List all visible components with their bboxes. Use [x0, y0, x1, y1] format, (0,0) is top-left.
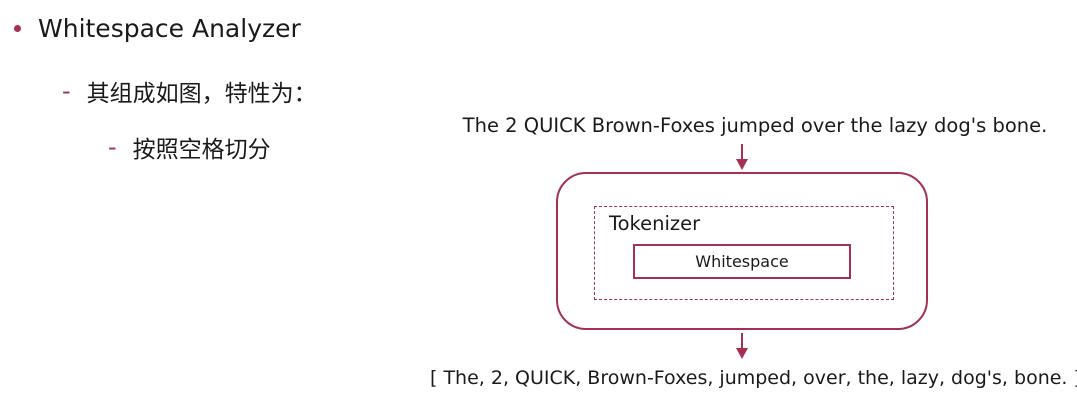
- bullet-dot-icon: [14, 25, 21, 32]
- whitespace-tokenizer-box: Whitespace: [633, 244, 851, 279]
- bullet-whitespace-analyzer: Whitespace Analyzer: [14, 14, 301, 43]
- bullet-composition: - 其组成如图，特性为：: [62, 74, 317, 108]
- dash-icon: -: [62, 77, 71, 105]
- bullet-level3-text: 按照空格切分: [132, 137, 271, 163]
- tokenizer-box: [594, 206, 894, 300]
- bullet-split-by-space: - 按照空格切分: [108, 130, 271, 164]
- bullet-level2-text: 其组成如图，特性为：: [86, 81, 317, 107]
- bullet-level1-text: Whitespace Analyzer: [38, 14, 301, 43]
- diagram-output-tokens: [ The, 2, QUICK, Brown-Foxes, jumped, ov…: [430, 367, 1077, 389]
- dash-icon: -: [108, 133, 117, 161]
- analyzer-box: [556, 172, 928, 330]
- whitespace-label: Whitespace: [695, 252, 789, 271]
- tokenizer-label: Tokenizer: [609, 212, 701, 235]
- diagram-input-text: The 2 QUICK Brown-Foxes jumped over the …: [462, 114, 1048, 137]
